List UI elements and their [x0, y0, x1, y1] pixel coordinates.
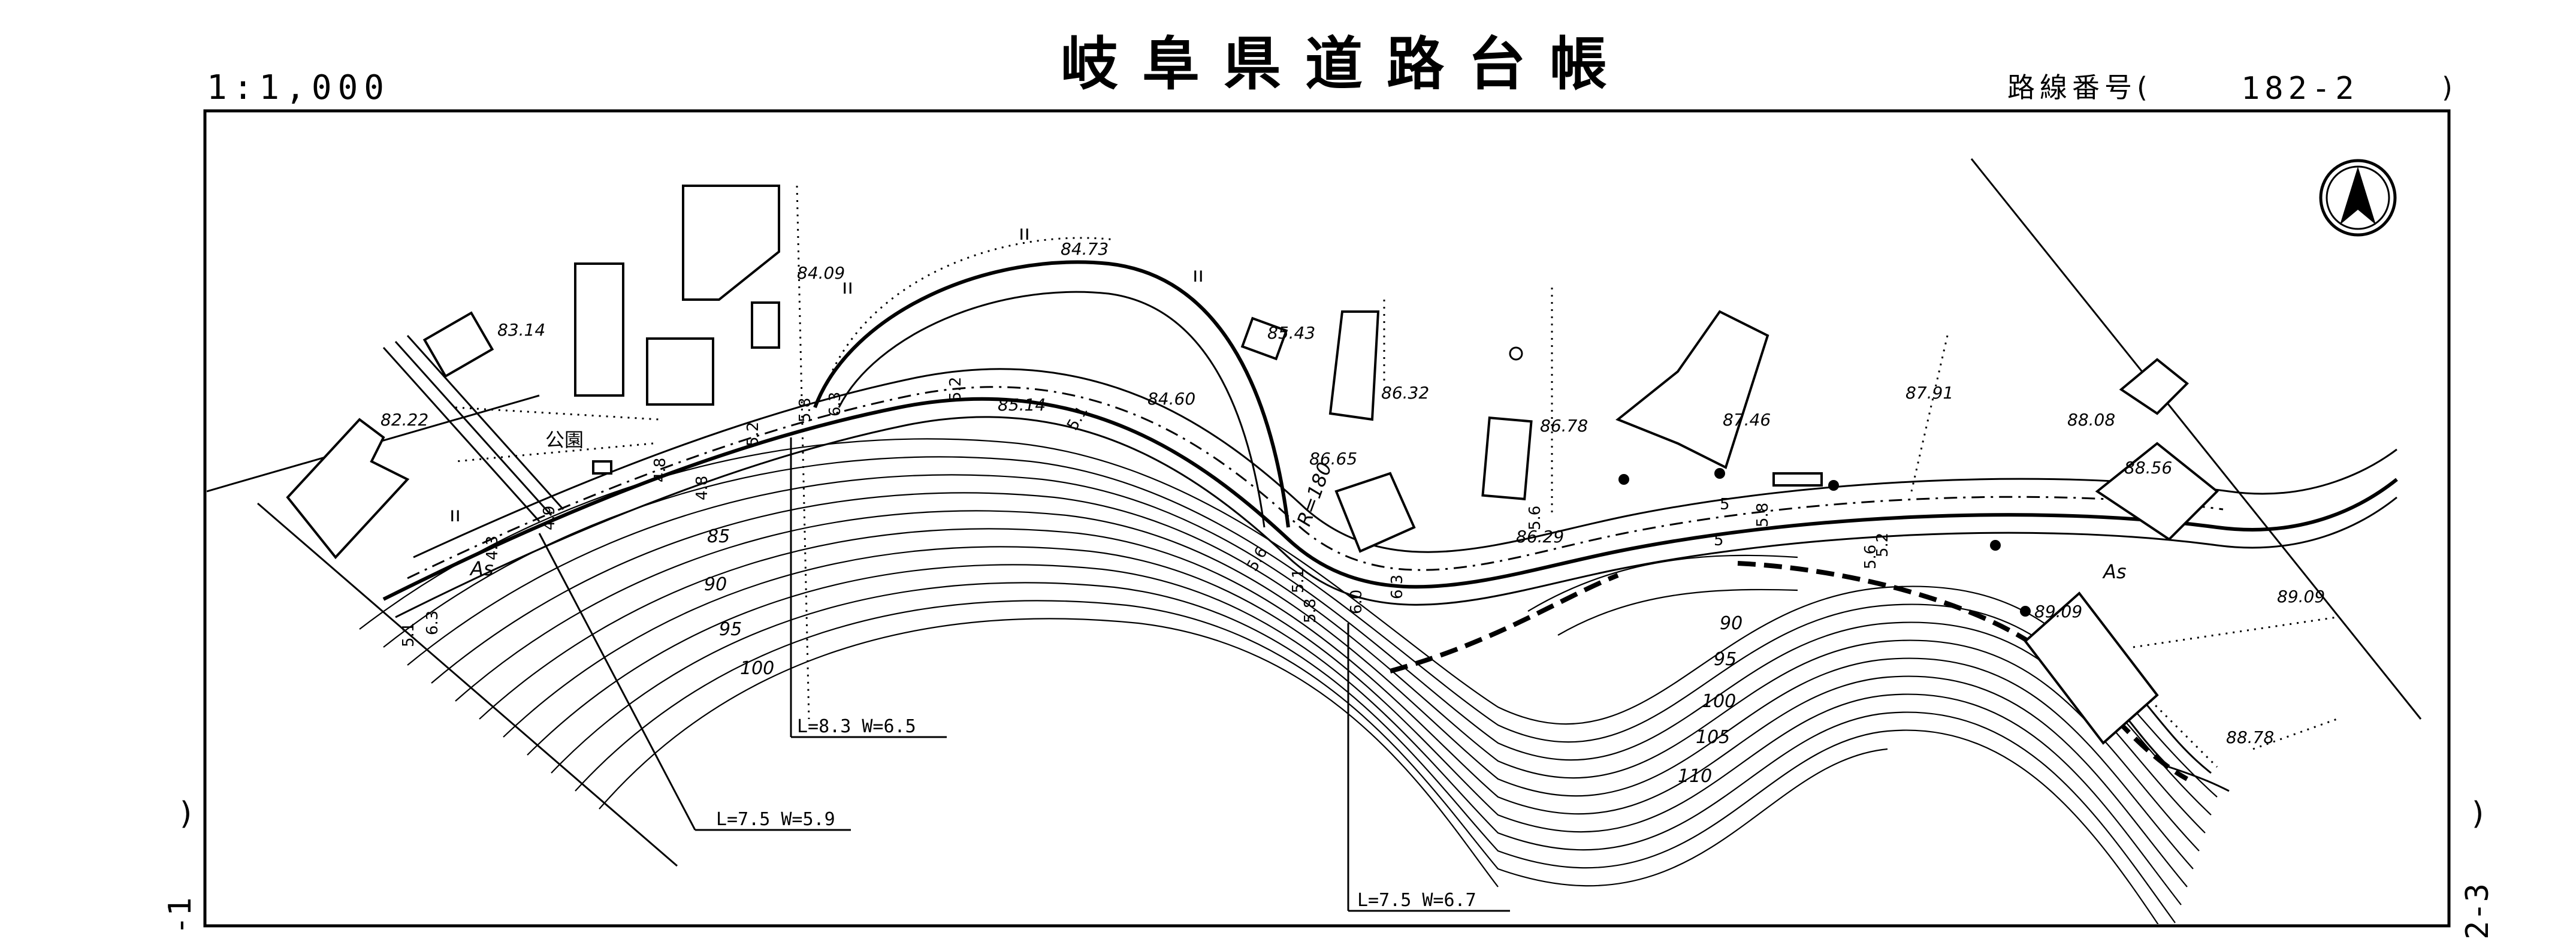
- contour-lines: [359, 438, 2218, 924]
- spot-height: 83.14: [497, 320, 545, 340]
- spot-height: 86.65: [1309, 449, 1357, 469]
- width-label: 5.8: [1301, 599, 1319, 623]
- width-label: 6.3: [1388, 575, 1406, 599]
- contour-labels: 85 90 95 100 90 95 100 105 110: [704, 526, 1743, 787]
- contour-label: 100: [740, 658, 774, 679]
- buildings: [286, 185, 2219, 745]
- svg-text:ıı: ıı: [1019, 221, 1030, 245]
- width-label: 5: [1714, 532, 1724, 550]
- curve-radius-label: R=180: [1292, 459, 1336, 529]
- width-label: 4.9: [540, 506, 558, 530]
- left-margin-paren: ): [180, 796, 192, 832]
- spot-height: 86.78: [1540, 416, 1588, 436]
- scale-label: 1:1,000: [207, 68, 390, 107]
- map-symbols: ıı ıı ıı ıı: [449, 221, 2031, 617]
- spot-height: 87.91: [1905, 383, 1953, 403]
- width-label: 5.8: [796, 398, 814, 422]
- contour-label: 95: [719, 619, 742, 640]
- spot-height: 86.32: [1381, 383, 1429, 403]
- spot-height: 88.08: [2067, 410, 2115, 430]
- road-width-labels: 5.2 5.8 6.3 5.2 4.8 4.9 5.1 4.3 5.6 5.8 …: [400, 377, 1892, 647]
- culvert-label: L=7.5 W=6.7: [1357, 890, 1476, 911]
- width-label: 5.1: [1289, 569, 1307, 593]
- boundary-lines: [455, 185, 2338, 768]
- width-label: 5.6: [1862, 545, 1880, 569]
- width-label: 5.6: [1243, 544, 1272, 575]
- spot-height: 88.56: [2124, 458, 2172, 478]
- left-sheet-number: -1: [162, 897, 198, 935]
- hill-loop-road: [813, 237, 1290, 528]
- width-label: 5.2: [1874, 533, 1892, 557]
- contour-label: 100: [1702, 691, 1736, 712]
- right-sheet-number: 2-3: [2460, 883, 2496, 940]
- spot-height: 82.22: [380, 410, 428, 430]
- park-label: 公園: [545, 428, 584, 451]
- route-number-value: 182-2: [2241, 71, 2359, 107]
- spot-height: 84.09: [797, 263, 845, 283]
- culvert-label: L=8.3 W=6.5: [797, 716, 916, 737]
- contour-label: 110: [1678, 766, 1712, 787]
- width-label: 5.2: [744, 422, 762, 446]
- width-label: 6.3: [424, 611, 442, 635]
- contour-label: 90: [1720, 613, 1743, 634]
- page-title: 岐阜県道路台帳: [1061, 31, 1631, 98]
- spot-height: 86.29: [1516, 527, 1564, 547]
- spot-height: 84.73: [1061, 239, 1109, 259]
- contour-label: 105: [1696, 727, 1730, 748]
- route-number-label: 路線番号(: [2007, 71, 2152, 104]
- spot-height: 84.60: [1147, 389, 1195, 409]
- width-label: 5.8: [1754, 503, 1772, 527]
- spot-height-labels: 83.14 82.22 84.09 84.73 85.43 84.60 85.1…: [380, 239, 2325, 747]
- spot-height: 85.14: [998, 395, 1046, 415]
- width-label: 4.3: [484, 536, 502, 560]
- right-margin-paren: ): [2472, 796, 2484, 832]
- sheet-edge-right: [1970, 158, 2422, 720]
- width-label: 6.0: [1348, 590, 1366, 614]
- culvert-leaders: [538, 437, 1510, 912]
- contour-label: 95: [1714, 649, 1737, 670]
- pavement-label-west: As: [469, 557, 494, 580]
- svg-text:ıı: ıı: [842, 275, 853, 299]
- spot-height: 87.46: [1723, 410, 1771, 430]
- culvert-label: L=7.5 W=5.9: [716, 809, 835, 830]
- width-label: 5.2: [947, 377, 965, 401]
- svg-text:ıı: ıı: [1192, 263, 1204, 287]
- width-label: 6.3: [826, 392, 844, 416]
- width-label: 5: [1720, 496, 1730, 514]
- spot-height: 89.09: [2277, 587, 2325, 606]
- parallel-lines: [382, 334, 564, 523]
- north-arrow-icon: [2319, 159, 2397, 237]
- width-label: 5.6: [1526, 506, 1544, 530]
- route-number-close: ): [2442, 71, 2453, 104]
- spot-height: 89.09: [2034, 602, 2082, 621]
- width-label: 4.8: [693, 476, 711, 500]
- svg-text:ıı: ıı: [449, 503, 461, 527]
- width-label: 5.1: [400, 623, 418, 647]
- contour-label: 90: [704, 574, 727, 595]
- spot-height: 88.78: [2226, 727, 2274, 747]
- sheet-edge-left: [257, 502, 678, 867]
- width-label: 4.8: [651, 458, 669, 482]
- pavement-label-east: As: [2102, 560, 2127, 583]
- spot-height: 85.43: [1267, 323, 1315, 343]
- contour-label: 85: [707, 526, 730, 547]
